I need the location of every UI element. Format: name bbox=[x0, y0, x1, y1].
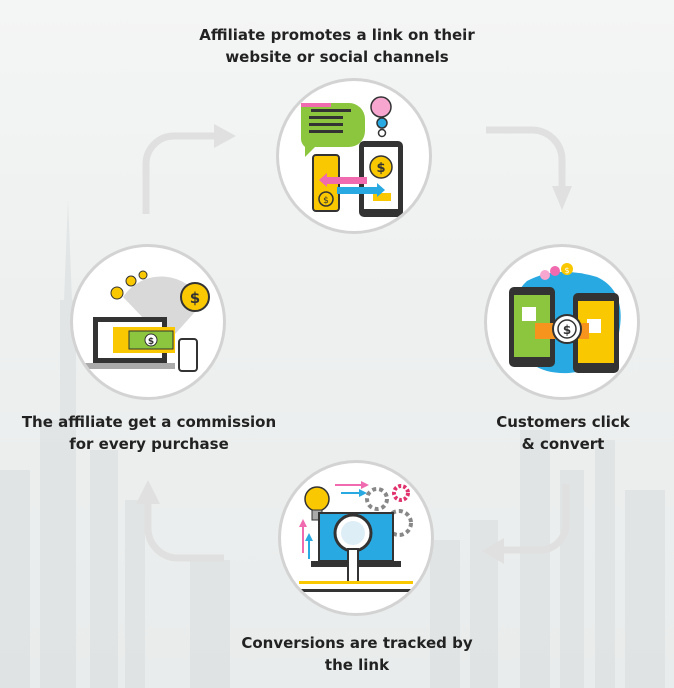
step-1-label-line-1: Affiliate promotes a link on their bbox=[199, 26, 475, 44]
step-2-label: Customers click & convert bbox=[470, 411, 656, 455]
step-3-circle bbox=[278, 460, 434, 616]
step-4-circle: $ $ bbox=[70, 244, 226, 400]
arrow-step-4-to-1 bbox=[142, 124, 236, 214]
svg-text:$: $ bbox=[148, 337, 154, 347]
analytics-magnifier-icon bbox=[299, 481, 413, 592]
arrow-step-1-to-2 bbox=[486, 126, 572, 210]
svg-text:$: $ bbox=[564, 266, 569, 275]
svg-text:$: $ bbox=[563, 323, 571, 337]
step-3-label-line-1: Conversions are tracked by bbox=[241, 634, 473, 652]
step-1-label: Affiliate promotes a link on their websi… bbox=[180, 24, 494, 68]
step-4-label: The affiliate get a commission for every… bbox=[20, 411, 278, 455]
step-1-label-line-2: website or social channels bbox=[225, 48, 449, 66]
step-2-label-line-2: & convert bbox=[521, 435, 605, 453]
svg-text:$: $ bbox=[376, 161, 385, 176]
phones-exchange-icon: $ $ bbox=[509, 263, 621, 374]
step-2-circle: $ $ bbox=[484, 244, 640, 400]
step-2-label-line-1: Customers click bbox=[496, 413, 630, 431]
laptop-commission-icon: $ $ bbox=[85, 270, 210, 372]
svg-text:$: $ bbox=[190, 289, 200, 307]
step-1-circle: $ $ bbox=[276, 78, 432, 234]
step-4-label-line-2: for every purchase bbox=[69, 435, 229, 453]
phone-to-phone-icon: $ $ bbox=[300, 96, 403, 217]
step-3-label: Conversions are tracked by the link bbox=[210, 632, 504, 676]
step-4-label-line-1: The affiliate get a commission bbox=[21, 413, 277, 431]
arrow-step-2-to-3 bbox=[482, 484, 570, 564]
arrow-step-3-to-4 bbox=[136, 480, 224, 562]
svg-text:$: $ bbox=[323, 196, 329, 206]
step-3-label-line-2: the link bbox=[324, 656, 390, 674]
